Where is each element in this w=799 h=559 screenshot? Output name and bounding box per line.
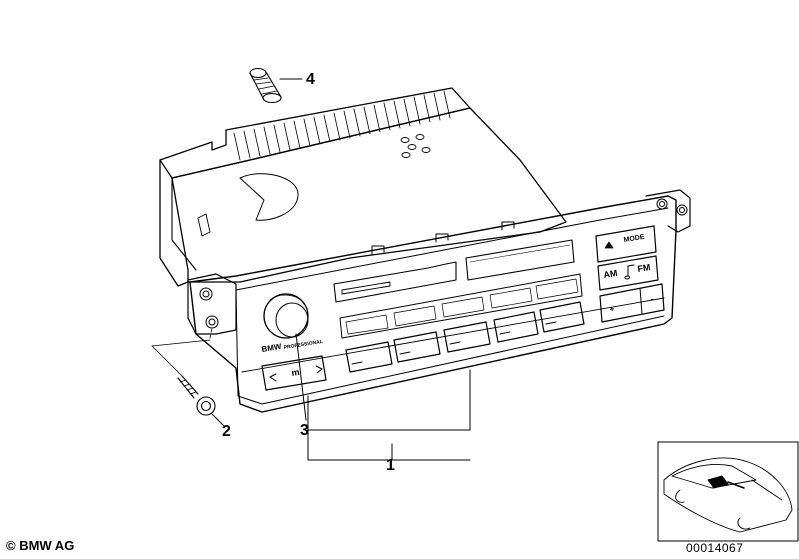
side-cutout — [239, 173, 299, 221]
am-label: AM — [603, 268, 618, 280]
music-note-icon — [624, 264, 635, 280]
copyright-label: © BMW AG — [6, 538, 75, 553]
model-label: PROFESSIONAL — [283, 339, 323, 351]
mode-button[interactable] — [595, 225, 657, 263]
brand-label: BMW — [261, 342, 283, 354]
preset-button-3[interactable] — [443, 321, 491, 353]
preset-buttons — [345, 301, 585, 373]
cassette-slot — [333, 261, 457, 303]
assembly-line-ear — [209, 327, 213, 339]
lcd-display — [465, 239, 575, 281]
seek-rocker[interactable] — [261, 355, 327, 391]
eject-icon — [604, 241, 614, 249]
leader-line-2 — [211, 413, 225, 427]
part-2-screw — [177, 375, 216, 416]
callout-4: 4 — [306, 71, 315, 88]
leader-line-3 — [295, 333, 307, 421]
preset-button-4[interactable] — [493, 311, 539, 343]
seek-forward-icon — [315, 365, 323, 374]
callout-3: 3 — [300, 422, 309, 439]
vehicle-location-inset — [657, 441, 799, 542]
plus-label: + — [609, 304, 615, 314]
mounting-holes — [400, 134, 431, 158]
radio-location-marker — [707, 475, 729, 489]
part-4-sleeve — [249, 67, 282, 104]
part-number-label: 00014067 — [686, 541, 744, 555]
indicator-strip — [339, 273, 583, 339]
minus-label: - — [650, 294, 655, 304]
volume-knob[interactable] — [263, 293, 309, 339]
display-area — [333, 239, 583, 339]
seek-back-icon — [269, 373, 277, 382]
preset-button-2[interactable] — [393, 331, 441, 363]
volume-plus-minus-button[interactable] — [599, 283, 665, 323]
fm-label: FM — [637, 262, 651, 274]
preset-button-5[interactable] — [539, 301, 585, 333]
assembly-line-lower — [151, 345, 183, 377]
mounting-ear-holes — [199, 198, 688, 329]
radio-housing — [159, 87, 567, 287]
preset-button-1[interactable] — [345, 341, 393, 373]
radio-faceplate — [187, 189, 691, 413]
bracket-1 — [307, 369, 471, 461]
callout-1: 1 — [386, 457, 395, 474]
callout-2: 2 — [222, 423, 231, 440]
assembly-line-upper — [151, 339, 211, 347]
m-label: m — [291, 367, 300, 378]
ventilation-slats — [233, 90, 451, 161]
mode-label: MODE — [623, 234, 645, 244]
band-button[interactable] — [597, 255, 659, 291]
